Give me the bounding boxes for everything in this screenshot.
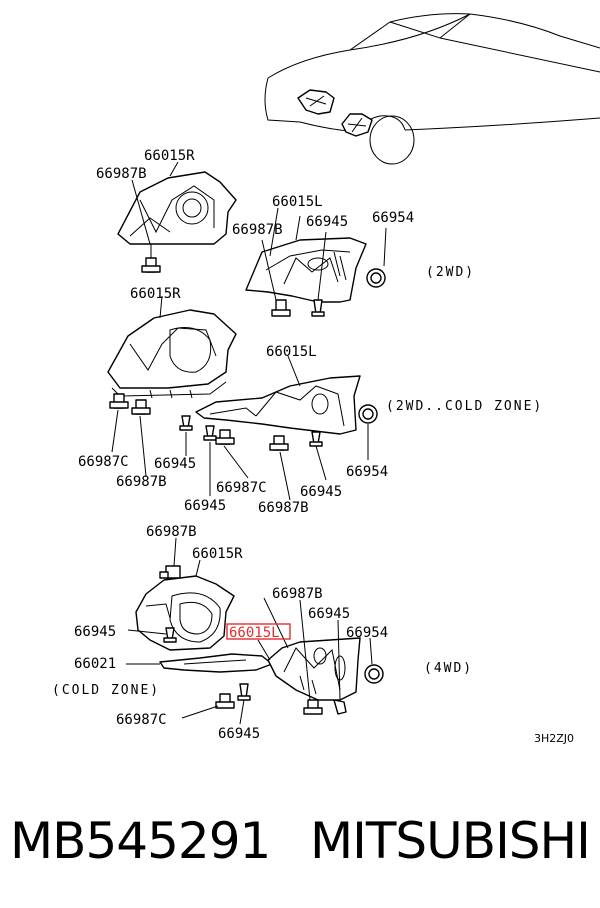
label-66987B-a2: 66987B — [232, 222, 283, 238]
label-66987B-b-right: 66987B — [258, 500, 309, 516]
label-66021-c: 66021 — [74, 656, 116, 672]
part-number: MB545291 — [10, 812, 271, 870]
label-66987B-b-left: 66987B — [116, 474, 167, 490]
label-66954-c: 66954 — [346, 625, 388, 641]
drawing-code: 3H2ZJ0 — [534, 732, 574, 745]
label-66015R-b: 66015R — [130, 286, 181, 302]
bolt-icon — [131, 399, 151, 415]
label-66987C-b-mid: 66987C — [216, 480, 267, 496]
label-66945-b-right: 66945 — [300, 484, 342, 500]
label-66945-c-bottom: 66945 — [218, 726, 260, 742]
brand-name: MITSUBISHI — [310, 812, 591, 870]
label-66954-a: 66954 — [372, 210, 414, 226]
clip-icon — [203, 425, 217, 441]
bolt-icon — [215, 429, 235, 445]
label-66954-b: 66954 — [346, 464, 388, 480]
label-66945-b-left: 66945 — [154, 456, 196, 472]
grommet-icon — [366, 268, 386, 288]
section-2wd — [117, 161, 387, 317]
note-4wd: (4WD) — [424, 661, 473, 676]
note-2wd-cold-zone: (2WD..COLD ZONE) — [386, 399, 543, 414]
label-66987B-c-top: 66987B — [146, 524, 197, 540]
clip-icon — [311, 299, 325, 317]
label-66015R-a: 66015R — [144, 148, 195, 164]
bolt-icon — [141, 244, 161, 273]
bolt-icon — [271, 299, 291, 317]
section-4wd — [126, 537, 384, 725]
car-outline — [264, 13, 600, 165]
note-2wd: (2WD) — [426, 265, 475, 280]
splash-shield-right-c — [135, 575, 235, 651]
bolt-icon — [269, 435, 289, 451]
label-66987B-c-right: 66987B — [272, 586, 323, 602]
clip-icon — [163, 627, 177, 643]
clip-icon — [237, 683, 251, 701]
clip-icon — [309, 431, 323, 447]
clip-icon — [333, 699, 347, 715]
bolt-icon — [109, 393, 129, 409]
cover-plate-66021 — [159, 653, 273, 673]
label-66015L-c-highlighted: 66015L — [229, 625, 280, 641]
label-66945-c-left: 66945 — [74, 624, 116, 640]
splash-shield-left-b — [195, 375, 361, 435]
splash-shield-left-c — [267, 637, 361, 701]
label-66015R-c: 66015R — [192, 546, 243, 562]
label-66987C-b-left: 66987C — [78, 454, 129, 470]
bolt-icon — [159, 565, 181, 579]
splash-shield-right-b — [107, 309, 237, 389]
label-66945-a: 66945 — [306, 214, 348, 230]
label-66987C-c: 66987C — [116, 712, 167, 728]
note-cold-zone: (COLD ZONE) — [52, 683, 160, 698]
label-66987B-a: 66987B — [96, 166, 147, 182]
label-66015L-a: 66015L — [272, 194, 323, 210]
grommet-icon — [358, 404, 378, 424]
highlight-box — [226, 623, 291, 640]
parts-diagram: 66015R 66987B 66015L 66987B 66945 66954 … — [52, 13, 600, 745]
label-66015L-b: 66015L — [266, 344, 317, 360]
clip-icon — [179, 415, 193, 431]
label-66945-c-right: 66945 — [308, 606, 350, 622]
splash-shield-right — [117, 171, 237, 245]
label-66945-b-mid: 66945 — [184, 498, 226, 514]
section-2wd-cold-zone — [107, 295, 378, 501]
splash-shield-left — [245, 237, 367, 303]
bolt-icon — [303, 699, 323, 715]
grommet-icon — [364, 664, 384, 684]
bolt-icon — [215, 693, 235, 709]
